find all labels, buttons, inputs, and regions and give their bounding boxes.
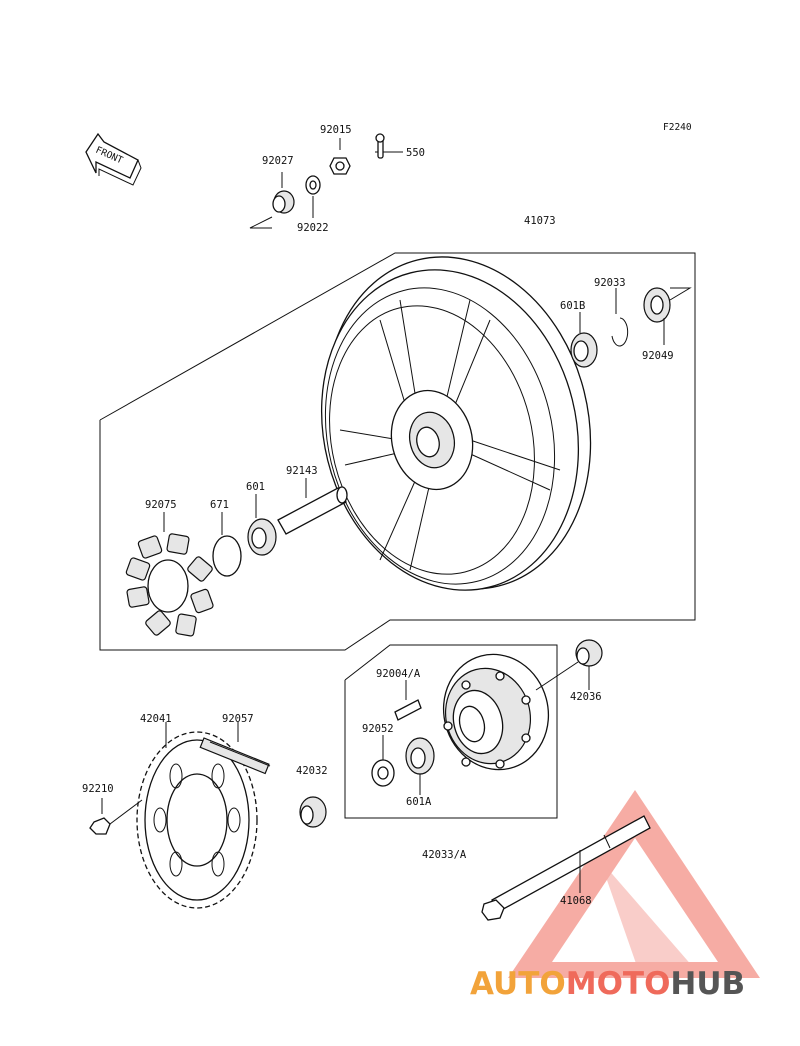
label-92052: 92052 (362, 723, 394, 735)
spacer-part (299, 796, 327, 828)
label-92022: 92022 (297, 222, 329, 234)
rear-sprocket (136, 722, 258, 909)
sprocket-nut (89, 798, 143, 835)
drive-chain (199, 722, 271, 775)
label-671: 671 (210, 499, 229, 511)
label-92210: 92210 (82, 783, 114, 795)
label-92143: 92143 (286, 465, 318, 477)
label-42036: 42036 (570, 691, 602, 703)
label-41073: 41073 (524, 215, 556, 227)
label-42032: 42032 (296, 765, 328, 777)
label-42041: 42041 (140, 713, 172, 725)
part-labels: 92015 550 92027 92022 41073 92033 601B 9… (82, 124, 674, 907)
watermark-logo (508, 790, 760, 978)
left-hub-parts (212, 478, 348, 577)
upper-axle-parts (249, 133, 403, 229)
diagram-code: F2240 (663, 122, 692, 133)
label-92049: 92049 (642, 350, 674, 362)
watermark-text: AUTOMOTOHUB (470, 966, 745, 1002)
label-92075: 92075 (145, 499, 177, 511)
wheel-assembly-outline (99, 252, 696, 651)
label-41068: 41068 (560, 895, 592, 907)
label-601A: 601A (406, 796, 432, 808)
label-92004A: 92004/A (376, 668, 421, 680)
sprocket-coupling (371, 653, 579, 795)
label-42033A: 42033/A (422, 849, 467, 861)
label-601B: 601B (560, 300, 585, 312)
label-92027: 92027 (262, 155, 294, 167)
right-bearing-parts (570, 287, 692, 368)
label-92057: 92057 (222, 713, 254, 725)
label-550: 550 (406, 147, 425, 159)
wheel-rim (320, 256, 592, 591)
label-92015: 92015 (320, 124, 352, 136)
rear-axle (481, 815, 651, 921)
collar-part (575, 639, 603, 690)
front-arrow-icon: FRONT (85, 132, 142, 186)
rubber-damper (125, 512, 214, 637)
sprocket-hub-outline (344, 644, 558, 819)
label-601: 601 (246, 481, 265, 493)
label-92033: 92033 (594, 277, 626, 289)
